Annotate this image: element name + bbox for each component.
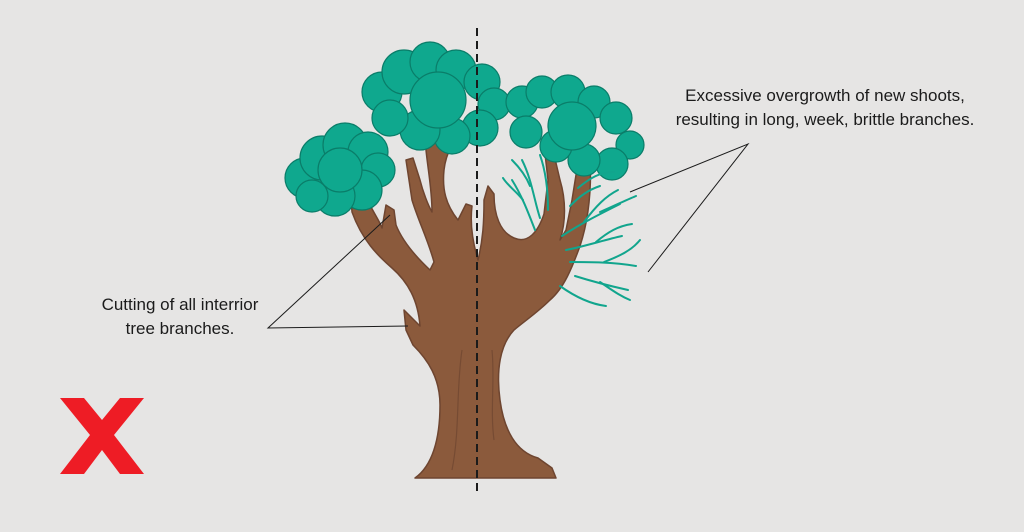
annotation-lines [266, 142, 750, 329]
x-icon [60, 398, 144, 474]
foliage-center [361, 41, 511, 155]
overgrowth-pointer-line [629, 142, 750, 273]
overgrowth-shoots [502, 154, 641, 307]
trunk-texture [451, 349, 495, 471]
cutting-line-1: Cutting of all interrior [101, 295, 259, 314]
tree-foliage [284, 41, 645, 217]
cutting-line-2: tree branches. [125, 319, 235, 338]
overgrowth-annotation: Excessive overgrowth of new shoots, resu… [640, 84, 1010, 132]
foliage-left [284, 122, 396, 217]
cutting-pointer-line [266, 214, 409, 329]
overgrowth-line-2: resulting in long, week, brittle branche… [675, 110, 975, 129]
foliage-right [505, 74, 645, 181]
overgrowth-line-1: Excessive overgrowth of new shoots, [685, 86, 965, 105]
cutting-annotation: Cutting of all interrior tree branches. [60, 293, 300, 341]
tree-trunk [349, 119, 592, 479]
